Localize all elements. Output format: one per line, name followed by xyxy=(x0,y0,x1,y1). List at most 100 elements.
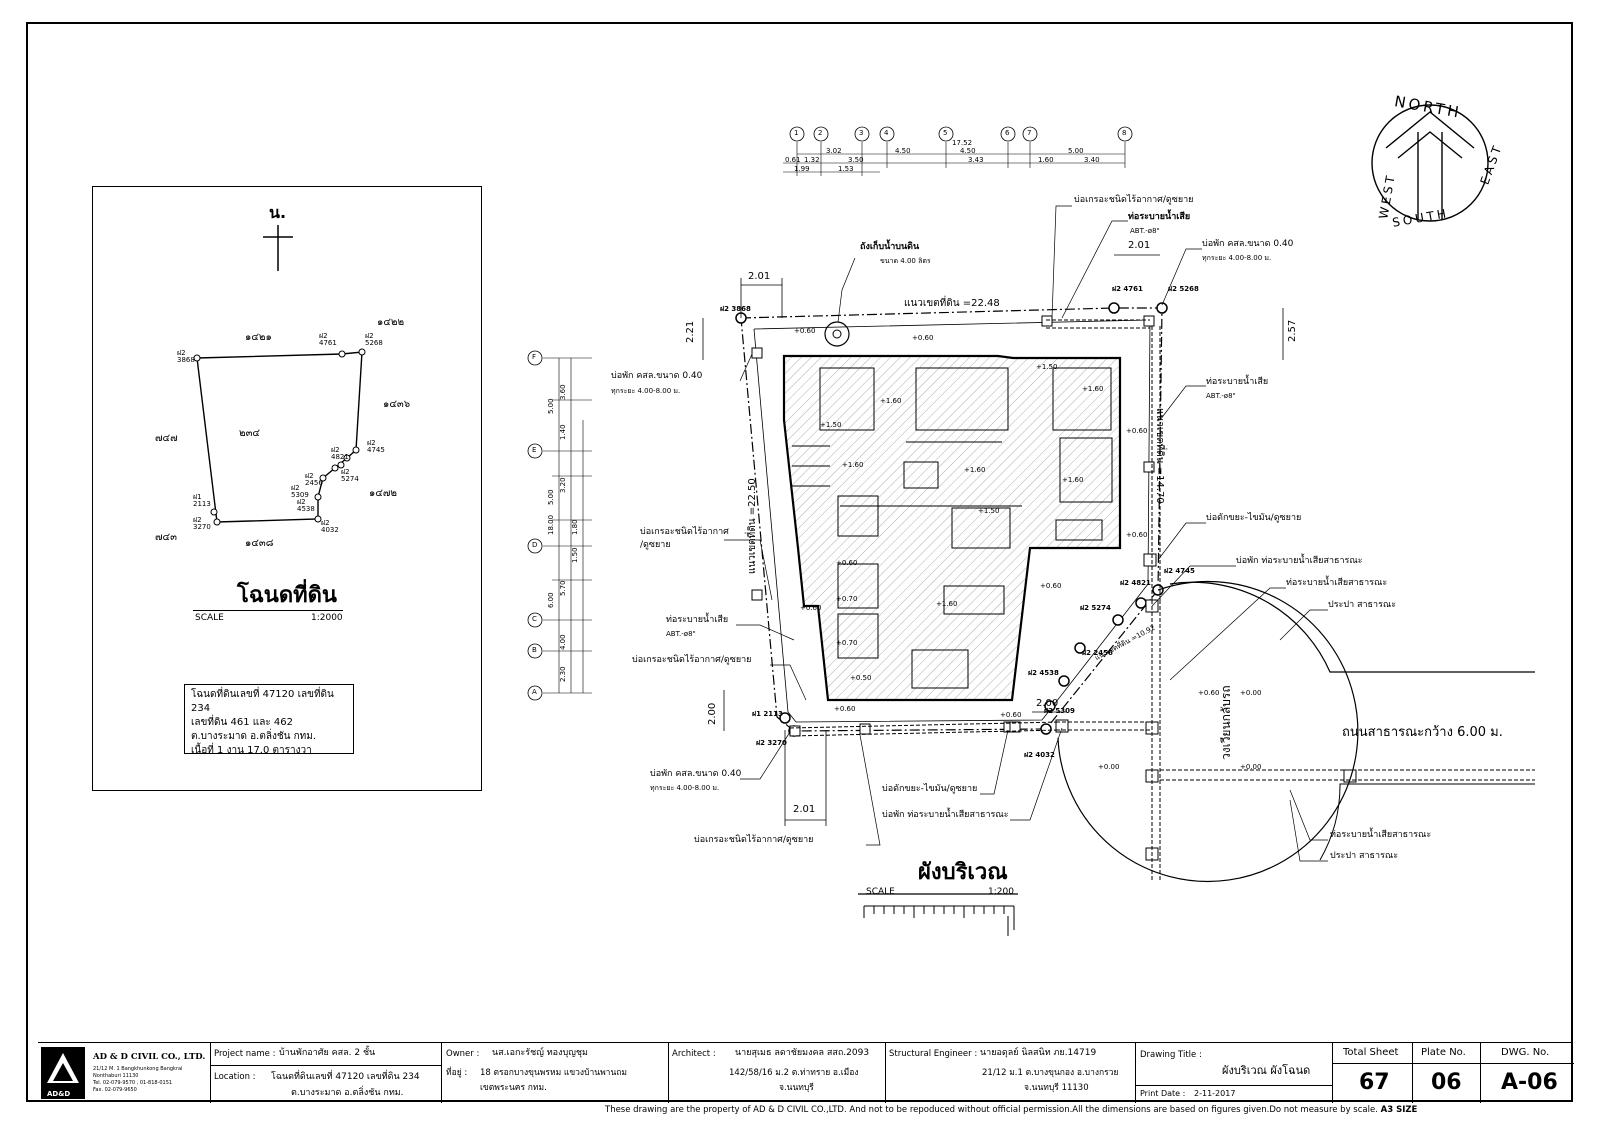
grid-row-label: A xyxy=(532,688,537,696)
level-text: +1.60 xyxy=(1082,385,1104,393)
level-text: +1.50 xyxy=(1036,363,1058,371)
level-text: +1.60 xyxy=(1062,476,1084,484)
owner-label: Owner : xyxy=(446,1049,480,1059)
callout-drain-top: ท่อระบายน้ำเสีย xyxy=(1128,212,1191,222)
grid-row-label: F xyxy=(532,353,537,361)
grid-row-label: C xyxy=(532,615,537,623)
drawing-title-cell: Drawing Title : ผังบริเวณ ผังโฉนด Print … xyxy=(1135,1043,1333,1103)
grid-row-label: B xyxy=(532,646,537,654)
architect-value: นายสุเมธ ลดาชัยมงคล สสถ.2093 xyxy=(735,1048,870,1058)
level-text: +0.70 xyxy=(836,639,858,647)
dim-text: 4.50 xyxy=(895,147,911,155)
company-cell: AD&D AD & D CIVIL CO., LTD. 21/12 M. 1 B… xyxy=(38,1043,210,1103)
company-logo: AD&D xyxy=(41,1047,85,1099)
site-scale-value: 1:200 xyxy=(988,887,1014,897)
dim-text: 3.40 xyxy=(1084,156,1100,164)
dwg-no-value: A-06 xyxy=(1501,1070,1558,1095)
level-text: +1.60 xyxy=(936,600,958,608)
leader-lines xyxy=(724,205,1328,862)
owner-address: 18 ตรอกบางขุนพรหม แขวงบ้านพานถม xyxy=(480,1068,627,1078)
company-address: 21/12 M. 1 Bangkhunkong Bangkrai xyxy=(93,1066,183,1072)
parcel-label: ๑๔๒๒ xyxy=(377,317,405,328)
callout-septic-bottom: บ่อเกรอะชนิดไร้อากาศ/ดูซยาย xyxy=(694,835,814,845)
drawing-title-label: Drawing Title : xyxy=(1140,1050,1202,1060)
site-marker: ฝ2 4821 xyxy=(1120,579,1151,587)
site-marker: ฝ2 4761 xyxy=(1112,285,1143,293)
sheet-border xyxy=(26,22,1573,1102)
callout-drain-top-abt: ABT.-ø8" xyxy=(1130,227,1160,235)
project-cell: Project name : บ้านพักอาศัย คสล. 2 ชั้น … xyxy=(210,1043,442,1103)
dim-text: 0.61 xyxy=(785,156,801,164)
deed-map xyxy=(193,225,366,526)
parcel-label: ๗๔๗ xyxy=(155,433,178,444)
company-address: Nonthaburi 11130 xyxy=(93,1073,139,1079)
callout-manhole-tr: บ่อพัก คสล.ขนาด 0.40 xyxy=(1202,239,1294,249)
structural-address: 21/12 ม.1 ต.บางขุนกอง อ.บางกรวย xyxy=(982,1068,1119,1078)
legal-note-text: These drawing are the property of AD & D… xyxy=(605,1105,1378,1115)
callout-manhole-bl: บ่อพัก คสล.ขนาด 0.40 xyxy=(650,769,742,779)
print-date-label: Print Date : xyxy=(1140,1089,1186,1098)
level-text: +1.60 xyxy=(842,461,864,469)
deed-north-label: น. xyxy=(269,203,287,222)
dim-text: 5.00 xyxy=(1068,147,1084,155)
dwg-no-cell: DWG. No. A-06 xyxy=(1480,1043,1574,1103)
deed-info-box: โฉนดที่ดินเลขที่ 47120 เลขที่ดิน 234 เลข… xyxy=(184,684,354,756)
total-sheet-cell: Total Sheet 67 xyxy=(1332,1043,1413,1103)
drawing-title-value: ผังบริเวณ ผังโฉนด xyxy=(1222,1064,1311,1077)
dim-text: 3.02 xyxy=(826,147,842,155)
project-value: บ้านพักอาศัย คสล. 2 ชั้น xyxy=(279,1048,376,1058)
deed-info-line: โฉนดที่ดินเลขที่ 47120 เลขที่ดิน 234 xyxy=(191,689,334,714)
grid-col-label: 3 xyxy=(859,129,864,137)
deed-info-line: เลขที่ดิน 461 และ 462 xyxy=(191,717,293,728)
legal-note: These drawing are the property of AD & D… xyxy=(605,1105,1417,1115)
company-tel: Tel. 02-079-9570 , 01-818-0151 xyxy=(93,1080,173,1086)
grid-col-label: 8 xyxy=(1122,129,1127,137)
callout-public-drain-b: ท่อระบายน้ำเสียสาธารณะ xyxy=(1330,830,1432,840)
site-marker: ฝ2 5274 xyxy=(1080,604,1111,612)
architect-cell: Architect : นายสุเมธ ลดาชัยมงคล สสถ.2093… xyxy=(668,1043,885,1103)
grid-row-label: E xyxy=(532,446,537,454)
site-marker: ฝ2 4538 xyxy=(1028,669,1059,677)
callout-public-manhole: บ่อพัก ท่อระบายน้ำเสียสาธารณะ xyxy=(1236,556,1363,566)
deed-panel: น. ๑๔๒๑ ๑๔๒๒ ๑๔๓๖ ๑๔๗๒ ๑๔๓๘ ๗๔๓ ๗๔๗ ๒๓๔ … xyxy=(92,186,482,791)
title-block: AD&D AD & D CIVIL CO., LTD. 21/12 M. 1 B… xyxy=(38,1042,1574,1103)
compass-rose xyxy=(1371,104,1489,222)
level-text: +0.60 xyxy=(1040,582,1062,590)
site-marker: ฝ2 5268 xyxy=(1168,285,1199,293)
logo-mark xyxy=(47,1053,79,1083)
level-text: +0.50 xyxy=(850,674,872,682)
dim-value: 2.01 xyxy=(1128,240,1151,251)
owner-address-label: ที่อยู่ : xyxy=(446,1068,468,1078)
level-text: +0.00 xyxy=(1240,763,1262,771)
site-marker: ฝ2 3270 xyxy=(756,739,787,747)
total-sheet-value: 67 xyxy=(1359,1070,1390,1095)
plate-no-cell: Plate No. 06 xyxy=(1412,1043,1481,1103)
level-text: +0.60 xyxy=(794,327,816,335)
callout-septic-left-2: /ดูซยาย xyxy=(640,540,671,550)
site-marker: ฝ2 3868 xyxy=(720,305,751,313)
company-name: AD & D CIVIL CO., LTD. xyxy=(93,1052,206,1062)
dim-value: 2.01 xyxy=(748,271,771,282)
site-marker: ฝ1 2113 xyxy=(752,710,783,718)
dim-text: 1.53 xyxy=(838,165,854,173)
level-text: +0.00 xyxy=(1098,763,1120,771)
structural-label: Structural Engineer : xyxy=(889,1049,978,1059)
site-title: ผังบริเวณ xyxy=(918,860,1008,885)
grid-row-label: D xyxy=(532,541,538,549)
deed-info-line: เนื้อที่ 1 งาน 17.0 ตารางวา xyxy=(191,745,312,756)
parcel-label: ๗๔๓ xyxy=(155,532,177,543)
level-text: +0.60 xyxy=(1126,427,1148,435)
parcel-label: ๑๔๗๒ xyxy=(369,488,398,499)
callout-drain-left: ท่อระบายน้ำเสีย xyxy=(666,615,729,625)
level-text: +0.60 xyxy=(1000,711,1022,719)
print-date-value: 2-11-2017 xyxy=(1194,1089,1236,1098)
